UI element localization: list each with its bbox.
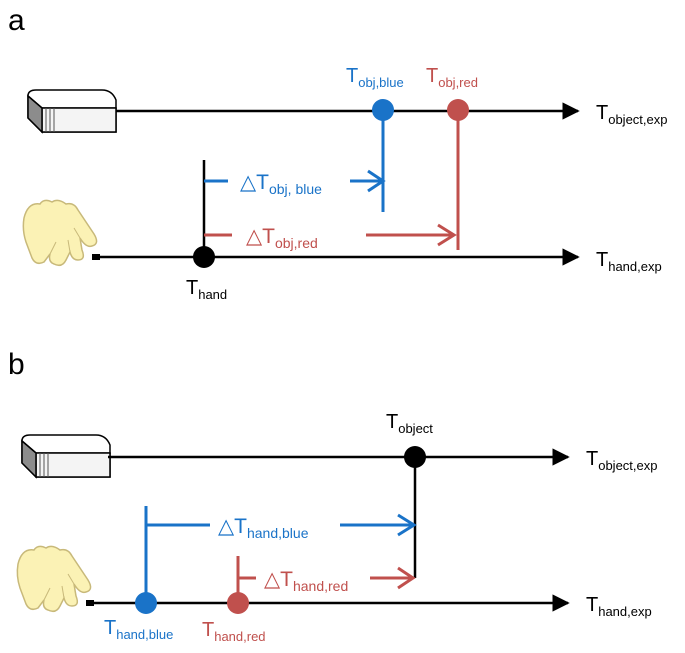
hand-blue-dot xyxy=(135,592,157,614)
delta-hand-red-label: △Thand,red xyxy=(264,568,348,594)
object-exp-label-b: Tobject,exp xyxy=(586,448,657,473)
delta-obj-blue-label: △Tobj, blue xyxy=(240,171,322,197)
object-dot-b xyxy=(404,446,426,468)
hand-label-a: Thand xyxy=(186,277,227,302)
delta-obj-blue-arrowhead xyxy=(367,169,386,193)
object-exp-label-a: Tobject,exp xyxy=(596,102,667,127)
hand-red-dot xyxy=(227,592,249,614)
obj-red-label: Tobj,red xyxy=(426,65,478,90)
hand-exp-label-a: Thand,exp xyxy=(596,249,662,274)
device-icon xyxy=(21,434,111,479)
hand-icon xyxy=(22,199,98,267)
delta-obj-red-arrowhead xyxy=(437,223,457,247)
delta-hand-red-arrowhead xyxy=(397,566,416,590)
delta-hand-blue-arrowhead xyxy=(397,513,417,537)
panel-a-letter: a xyxy=(8,4,25,37)
hand-touch-mark-a xyxy=(92,254,100,260)
hand-blue-label: Thand,blue xyxy=(104,617,173,642)
panel-b-letter: b xyxy=(8,348,25,381)
hand-dot-a xyxy=(193,246,215,268)
obj-blue-label: Tobj,blue xyxy=(346,65,404,90)
hand-touch-mark-b xyxy=(86,600,94,606)
hand-icon xyxy=(16,545,92,613)
panel-a: a xyxy=(8,4,667,302)
panel-b: b xyxy=(8,348,657,644)
device-icon xyxy=(27,89,117,134)
object-label-b: Tobject xyxy=(386,411,433,436)
hand-red-label: Thand,red xyxy=(202,619,266,644)
obj-red-dot xyxy=(447,99,469,121)
hand-exp-label-b: Thand,exp xyxy=(586,594,652,619)
obj-blue-dot xyxy=(372,99,394,121)
delta-obj-red-label: △Tobj,red xyxy=(246,225,318,251)
delta-hand-blue-label: △Thand,blue xyxy=(218,515,309,541)
